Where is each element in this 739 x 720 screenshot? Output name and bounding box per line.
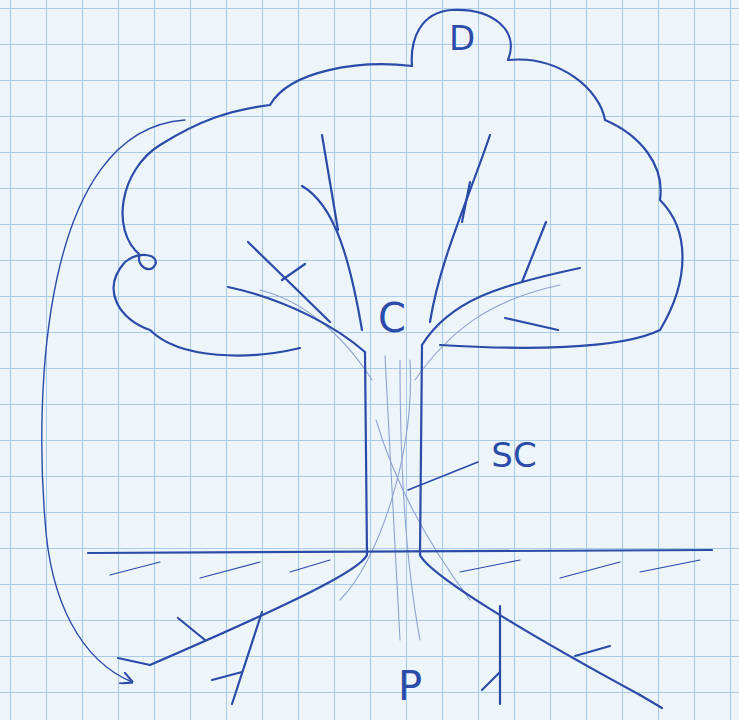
- branch: [430, 135, 490, 322]
- hatch: [290, 560, 330, 572]
- twig: [462, 182, 470, 222]
- branch: [248, 242, 330, 322]
- twig: [322, 135, 338, 230]
- twig: [522, 222, 546, 282]
- label-slot: SC: [491, 438, 536, 472]
- root: [640, 695, 662, 708]
- twig: [282, 264, 305, 280]
- pencil-line: [376, 420, 470, 600]
- curved-arrow: [42, 120, 185, 682]
- pencil-line: [415, 285, 560, 380]
- root: [212, 672, 242, 680]
- root: [499, 606, 501, 704]
- trunk-line: [365, 352, 367, 555]
- root: [232, 612, 262, 704]
- part-label: SC: [491, 438, 536, 472]
- label-slot: D: [449, 21, 475, 55]
- pencil-lines: [260, 285, 560, 640]
- root: [150, 555, 367, 665]
- hatch: [200, 562, 260, 578]
- root: [575, 646, 610, 656]
- hatch: [560, 562, 620, 578]
- part-label: D: [449, 21, 475, 55]
- root: [178, 618, 205, 640]
- canopy-outline: [114, 10, 683, 356]
- label-slot: P: [398, 666, 422, 706]
- root: [482, 672, 500, 690]
- root: [420, 555, 640, 695]
- trunk-line: [420, 345, 422, 555]
- ground-line: [88, 550, 712, 553]
- hatch: [110, 562, 160, 575]
- ground-hatch: [110, 560, 700, 578]
- root: [118, 658, 150, 665]
- branches: [228, 135, 580, 352]
- pencil-line: [340, 360, 410, 600]
- part-label: P: [398, 666, 422, 706]
- leader-line: [408, 462, 478, 490]
- hatch: [640, 560, 700, 572]
- pencil-line: [260, 290, 372, 380]
- branch: [228, 287, 365, 352]
- branch: [422, 268, 580, 345]
- part-label: C: [378, 298, 406, 338]
- label-slot: C: [378, 298, 406, 338]
- roots: [118, 555, 662, 708]
- twig: [505, 318, 558, 330]
- hatch: [460, 560, 520, 572]
- branch: [302, 186, 362, 330]
